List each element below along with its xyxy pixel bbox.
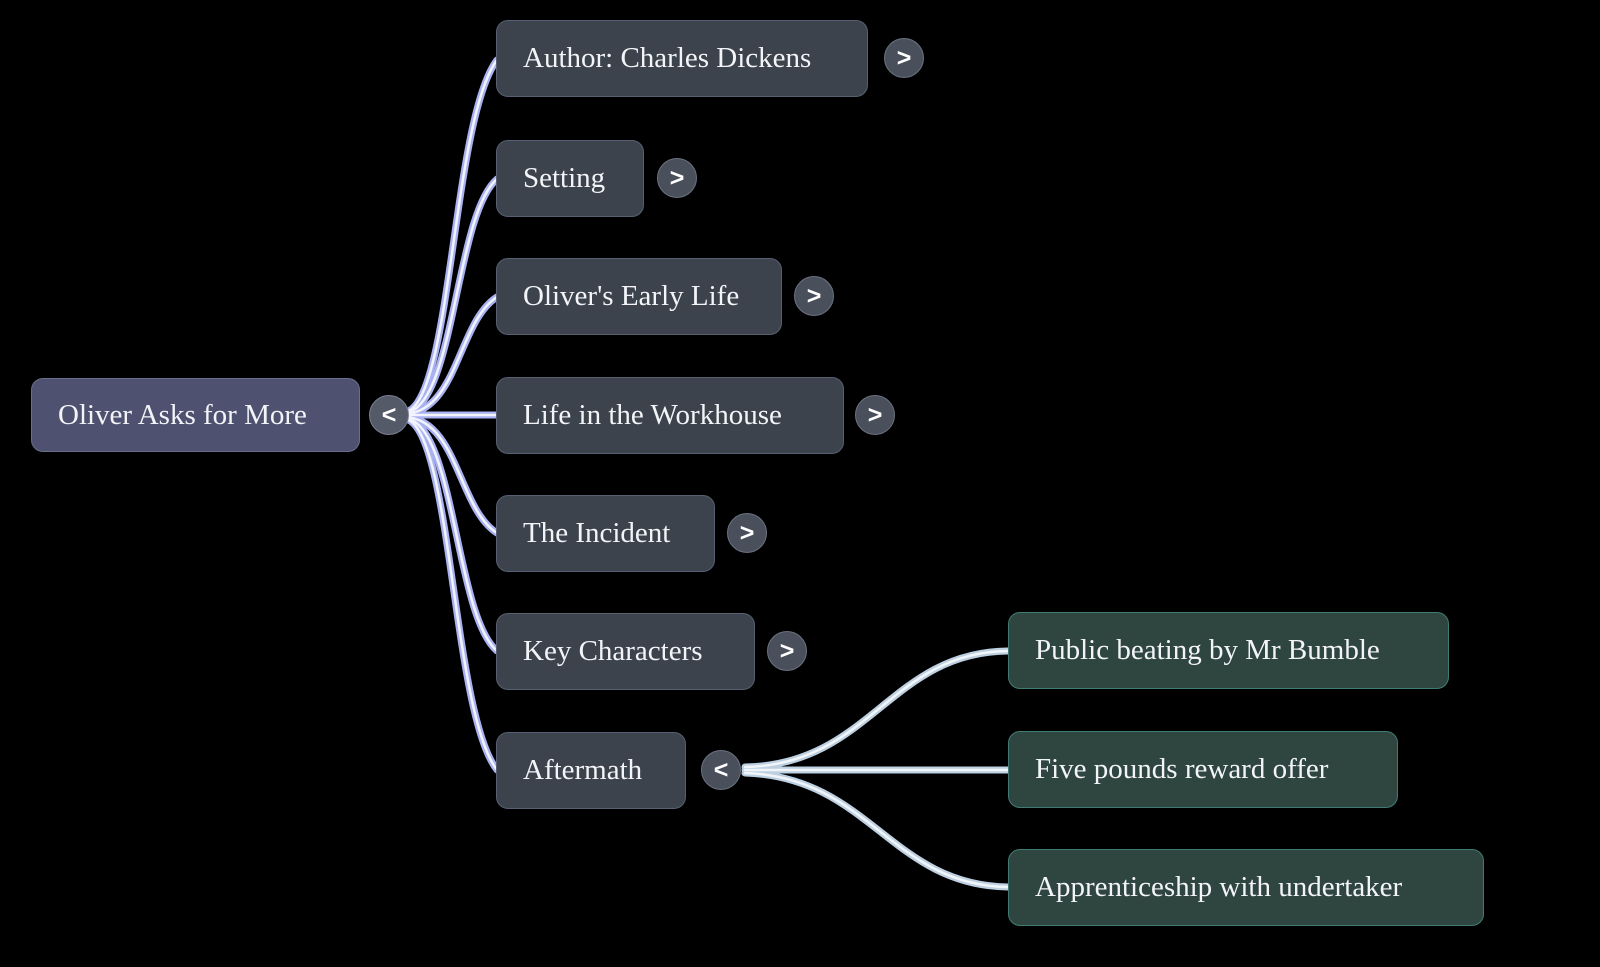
chevron-right-icon: > bbox=[806, 281, 822, 310]
node-leaf-label: Five pounds reward offer bbox=[1035, 753, 1329, 785]
toggle-badge-incident[interactable]: > bbox=[727, 513, 767, 553]
edge-root-aftermath bbox=[402, 415, 501, 774]
node-branch-label: Oliver's Early Life bbox=[523, 280, 740, 312]
node-root-label: Oliver Asks for More bbox=[58, 398, 307, 431]
node-branch-early-life[interactable]: Oliver's Early Life bbox=[496, 258, 782, 335]
node-branch-label: Key Characters bbox=[523, 635, 703, 667]
aftermath-edge-highlights bbox=[743, 649, 1010, 889]
root-edges bbox=[402, 56, 501, 774]
node-leaf-label: Apprenticeship with undertaker bbox=[1035, 871, 1403, 903]
node-branch-label: The Incident bbox=[523, 517, 671, 549]
root-toggle-badge[interactable]: < bbox=[369, 395, 409, 435]
chevron-left-icon: < bbox=[713, 755, 729, 784]
toggle-badge-key-characters[interactable]: > bbox=[767, 631, 807, 671]
root-edge-highlights bbox=[404, 58, 499, 772]
edge-aftermath-apprenticeship bbox=[741, 769, 1012, 891]
node-branch-author[interactable]: Author: Charles Dickens bbox=[496, 20, 868, 97]
node-branch-aftermath[interactable]: Aftermath bbox=[496, 732, 686, 809]
chevron-left-icon: < bbox=[381, 400, 397, 429]
edge-root-setting bbox=[402, 175, 501, 417]
toggle-badge-early-life[interactable]: > bbox=[794, 276, 834, 316]
toggle-badge-workhouse[interactable]: > bbox=[855, 395, 895, 435]
node-leaf-reward-offer[interactable]: Five pounds reward offer bbox=[1008, 731, 1398, 808]
toggle-badge-author[interactable]: > bbox=[884, 38, 924, 78]
node-leaf-label: Public beating by Mr Bumble bbox=[1035, 634, 1380, 666]
node-branch-label: Life in the Workhouse bbox=[523, 399, 782, 431]
node-branch-key-characters[interactable]: Key Characters bbox=[496, 613, 755, 690]
chevron-right-icon: > bbox=[739, 518, 755, 547]
chevron-right-icon: > bbox=[779, 636, 795, 665]
chevron-right-icon: > bbox=[867, 400, 883, 429]
edge-root-author bbox=[402, 56, 501, 416]
aftermath-edges bbox=[741, 647, 1012, 891]
node-branch-label: Author: Charles Dickens bbox=[523, 42, 812, 74]
node-branch-label: Setting bbox=[523, 162, 606, 194]
node-branch-label: Aftermath bbox=[523, 754, 643, 786]
node-branch-setting[interactable]: Setting bbox=[496, 140, 644, 217]
edge-root-incident bbox=[402, 413, 501, 537]
edge-root-characters bbox=[402, 414, 501, 655]
toggle-badge-aftermath[interactable]: < bbox=[701, 750, 741, 790]
node-leaf-apprenticeship[interactable]: Apprenticeship with undertaker bbox=[1008, 849, 1484, 926]
edge-root-early-life bbox=[402, 293, 501, 418]
node-leaf-public-beating[interactable]: Public beating by Mr Bumble bbox=[1008, 612, 1449, 689]
node-root[interactable]: Oliver Asks for More bbox=[31, 378, 360, 452]
chevron-right-icon: > bbox=[896, 43, 912, 72]
toggle-badge-setting[interactable]: > bbox=[657, 158, 697, 198]
chevron-right-icon: > bbox=[669, 163, 685, 192]
node-branch-workhouse[interactable]: Life in the Workhouse bbox=[496, 377, 844, 454]
node-branch-incident[interactable]: The Incident bbox=[496, 495, 715, 572]
